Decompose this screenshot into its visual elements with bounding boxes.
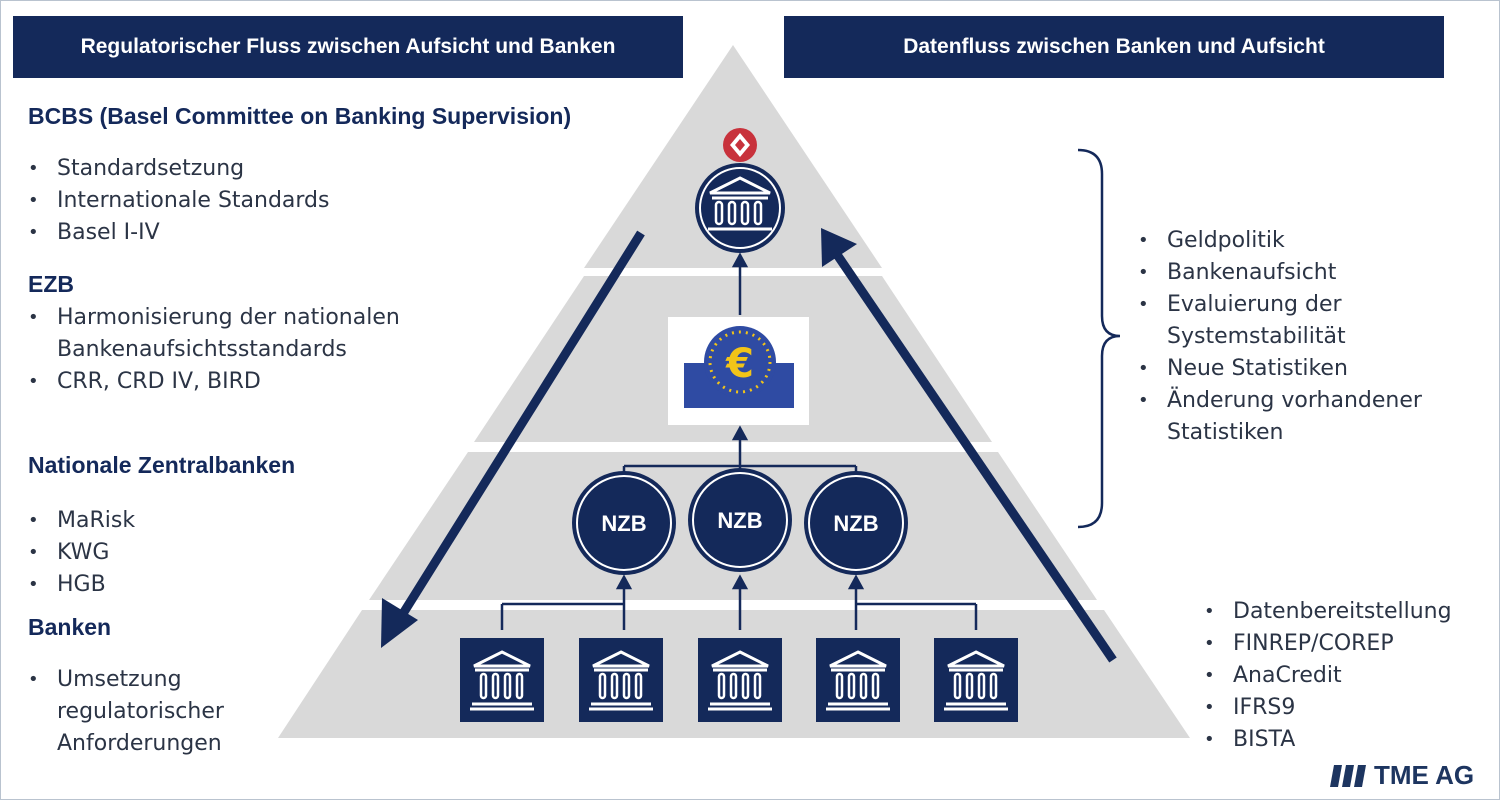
nzb-node-3: NZB (804, 471, 908, 575)
banner-regulatory-flow-text: Regulatorischer Fluss zwischen Aufsicht … (80, 35, 616, 58)
brand-name: TME AG (1374, 760, 1475, 790)
banner-data-flow: Datenfluss zwischen Banken und Aufsicht (784, 16, 1444, 78)
heading-banken: Banken (28, 614, 112, 640)
ecb-logo-icon: € (668, 317, 809, 425)
banner-regulatory-flow: Regulatorischer Fluss zwischen Aufsicht … (13, 16, 683, 78)
list-item: IFRS9 (1204, 692, 1452, 724)
list-item: HGB (28, 569, 135, 601)
nzb-label: NZB (833, 511, 878, 536)
tme-logo: TME AG (1330, 760, 1474, 791)
list-bcbs: Standardsetzung Internationale Standards… (28, 153, 330, 249)
list-item: Geldpolitik (1138, 225, 1422, 257)
bank-icon (698, 638, 782, 722)
list-item: Datenbereitstellung (1204, 596, 1452, 628)
tme-logo-icon (1330, 764, 1366, 787)
list-item: CRR, CRD IV, BIRD (28, 366, 400, 398)
heading-ezb: EZB (28, 271, 74, 297)
heading-bcbs: BCBS (Basel Committee on Banking Supervi… (28, 103, 572, 129)
list-supervision-purposes: Geldpolitik Bankenaufsicht Evaluierung d… (1138, 225, 1422, 449)
bcbs-bank-icon (695, 163, 785, 253)
list-item: Bankenaufsicht (1138, 257, 1422, 289)
list-item-text: Änderung vorhandener (1167, 388, 1422, 413)
list-item-text-continued: Anforderungen (57, 731, 222, 756)
heading-nzb: Nationale Zentralbanken (28, 452, 296, 478)
nzb-label: NZB (601, 511, 646, 536)
list-item: Neue Statistiken (1138, 353, 1422, 385)
list-item: Internationale Standards (28, 185, 330, 217)
nzb-node-2: NZB (688, 468, 792, 572)
list-item: KWG (28, 537, 135, 569)
list-item-text: Umsetzung (57, 667, 182, 692)
bis-logo-icon (723, 128, 757, 162)
list-item: BISTA (1204, 724, 1452, 756)
ecb-euro-symbol: € (725, 341, 754, 387)
bank-icon (816, 638, 900, 722)
list-reporting: Datenbereitstellung FINREP/COREP AnaCred… (1204, 596, 1452, 756)
list-item: FINREP/COREP (1204, 628, 1452, 660)
list-item-text-continued: Systemstabilität (1167, 324, 1346, 349)
list-item-text: Evaluierung der (1167, 292, 1342, 317)
banner-data-flow-text: Datenfluss zwischen Banken und Aufsicht (903, 35, 1325, 58)
bank-icons (460, 638, 1018, 722)
list-ezb: Harmonisierung der nationalenBankenaufsi… (28, 302, 400, 398)
connector-arrows (500, 252, 978, 630)
list-item: Basel I-IV (28, 217, 330, 249)
bank-icon (579, 638, 663, 722)
nzb-label: NZB (717, 508, 762, 533)
right-bracket (1077, 148, 1121, 529)
list-item-text-continued: regulatorischer (57, 699, 224, 724)
bank-icon (934, 638, 1018, 722)
list-item: Standardsetzung (28, 153, 330, 185)
nzb-node-1: NZB (572, 471, 676, 575)
list-nzb: MaRisk KWG HGB (28, 505, 135, 601)
list-item-text: Harmonisierung der nationalen (57, 305, 400, 330)
data-flow-arrow (821, 228, 1117, 663)
list-item: AnaCredit (1204, 660, 1452, 692)
list-item: MaRisk (28, 505, 135, 537)
bank-icon (460, 638, 544, 722)
list-item-text-continued: Bankenaufsichtsstandards (57, 337, 347, 362)
list-item: Harmonisierung der nationalenBankenaufsi… (28, 302, 400, 366)
list-item-text-continued: Statistiken (1167, 420, 1284, 445)
regulatory-flow-arrow (381, 230, 645, 648)
